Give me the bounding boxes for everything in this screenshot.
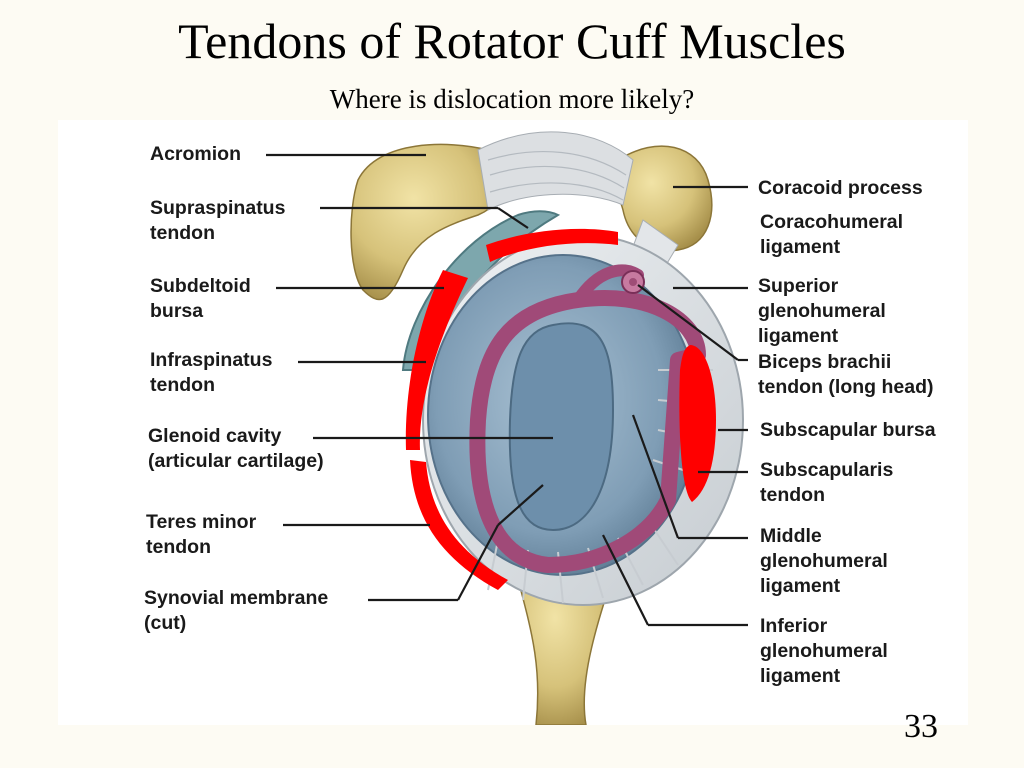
leader-lines (266, 153, 748, 627)
highlight-anterior (679, 345, 716, 502)
label-synovial-membrane: Synovial membrane(cut) (144, 587, 329, 634)
label-glenoid-cavity: Glenoid cavity(articular cartilage) (148, 425, 324, 472)
slide-title: Tendons of Rotator Cuff Muscles (178, 13, 846, 69)
label-coracoid-process: Coracoid process (758, 177, 923, 199)
shoulder-anatomy-illustration (266, 131, 748, 725)
highlight-posterior (405, 270, 468, 450)
acromion-bone (350, 143, 509, 301)
label-subscapular-bursa: Subscapular bursa (760, 419, 936, 441)
glenoid-cavity-shape (508, 322, 615, 532)
glenoid-labrum (469, 290, 706, 573)
highlight-superior (486, 228, 618, 262)
label-acromion: Acromion (150, 143, 242, 165)
slide-subtitle: Where is dislocation more likely? (329, 84, 695, 114)
page-number: 33 (904, 708, 938, 745)
coracoacromial-ligament (477, 131, 634, 211)
